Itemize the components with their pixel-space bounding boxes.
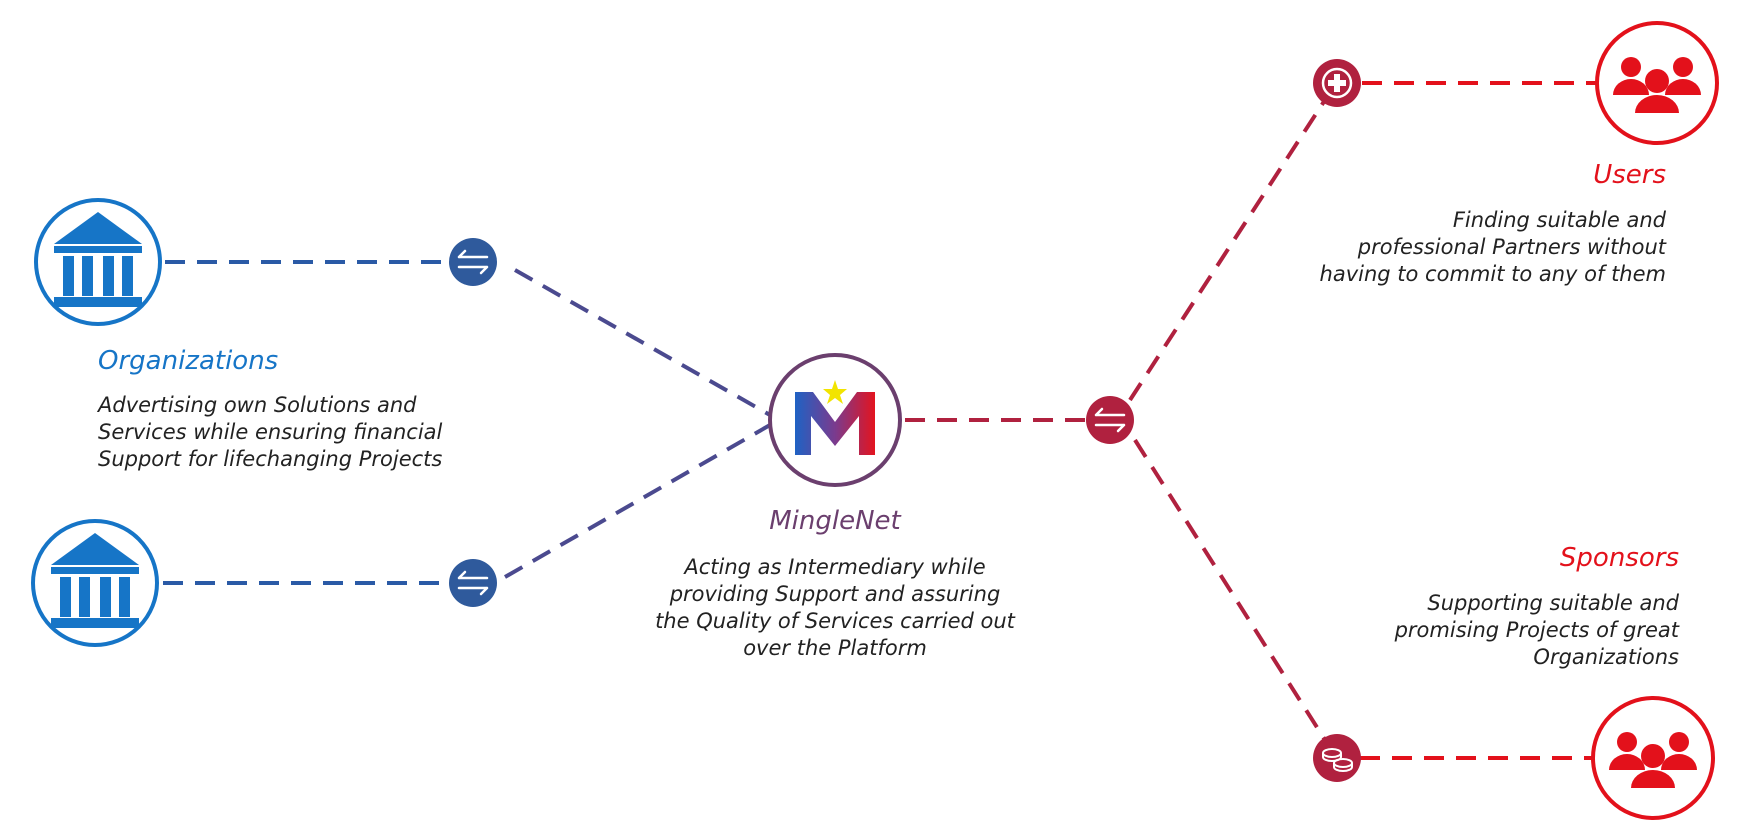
bank-icon: [31, 519, 159, 647]
description-line: providing Support and assuring: [669, 582, 1001, 606]
coins-icon: [1313, 734, 1361, 782]
minglenet-title: MingleNet: [769, 506, 901, 536]
users-description: Finding suitable and professional Partne…: [1320, 207, 1666, 288]
connector-hub-to-coins: [1133, 438, 1327, 742]
description-line: Supporting suitable and: [1427, 591, 1679, 615]
swap-arrows-icon: [1086, 396, 1134, 444]
description-line: Advertising own Solutions and: [98, 393, 417, 417]
sponsors-title: Sponsors: [1559, 543, 1679, 573]
swap-arrows-icon: [449, 238, 497, 286]
description-line: over the Platform: [743, 636, 927, 660]
people-group-icon: [1595, 21, 1719, 145]
description-line: promising Projects of great: [1394, 618, 1679, 642]
description-line: Services while ensuring financial: [98, 420, 443, 444]
description-line: Finding suitable and: [1452, 208, 1666, 232]
connector-hub-to-health: [1128, 98, 1327, 402]
bank-icon: [34, 198, 162, 326]
description-line: professional Partners without: [1357, 235, 1666, 259]
description-line: having to commit to any of them: [1319, 262, 1666, 286]
description-line: Organizations: [1533, 645, 1679, 669]
connector-exchange-top-to-center: [514, 268, 771, 417]
minglenet-logo-icon: [768, 353, 902, 487]
description-line: the Quality of Services carried out: [655, 609, 1015, 633]
description-line: Acting as Intermediary while: [684, 555, 986, 579]
medical-cross-icon: [1313, 59, 1361, 107]
organizations-title: Organizations: [98, 346, 279, 376]
organizations-description: Advertising own Solutions and Services w…: [98, 392, 442, 473]
swap-arrows-icon: [449, 559, 497, 607]
description-line: Support for lifechanging Projects: [98, 447, 443, 471]
connector-exchange-bottom-to-center: [504, 423, 771, 579]
people-group-icon: [1591, 696, 1715, 820]
sponsors-description: Supporting suitable and promising Projec…: [1395, 590, 1679, 671]
minglenet-description: Acting as Intermediary while providing S…: [610, 554, 1060, 662]
users-title: Users: [1593, 160, 1666, 190]
